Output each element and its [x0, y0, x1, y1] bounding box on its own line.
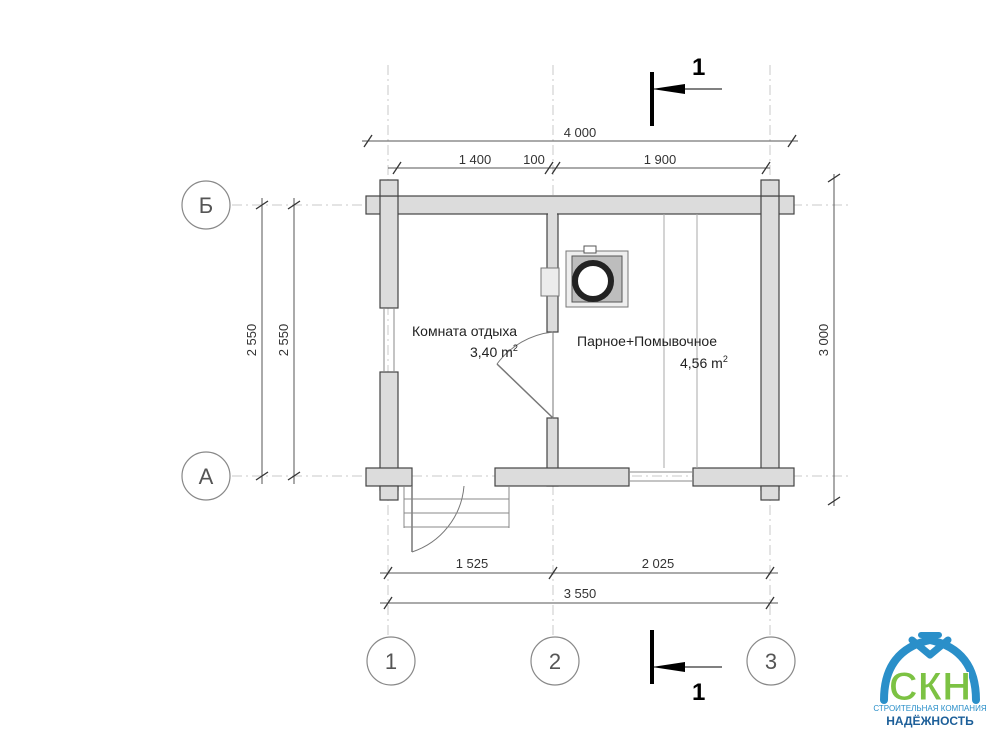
dimension-bottom-total: 3 550: [380, 586, 778, 610]
axis-label-2: 2: [549, 649, 561, 674]
door-partition: [496, 331, 554, 419]
logo-tagline: СТРОИТЕЛЬНАЯ КОМПАНИЯ: [873, 704, 986, 713]
section-mark-bottom: 1: [650, 630, 722, 706]
company-logo: СКН СТРОИТЕЛЬНАЯ КОМПАНИЯ НАДЁЖНОСТЬ: [873, 632, 987, 728]
dim-bottom-right-label: 2 025: [642, 556, 675, 571]
steam-room-lines: [663, 214, 698, 468]
dim-right-total-label: 3 000: [816, 324, 831, 357]
wall-seams: [381, 197, 778, 485]
axis-label-a: А: [199, 464, 214, 489]
grid-axes: [232, 65, 850, 635]
dim-left-inner-label: 2 550: [276, 324, 291, 357]
section-label-bottom: 1: [692, 679, 705, 706]
dimension-right-total: 3 000: [816, 173, 841, 506]
dim-top-right-label: 1 900: [644, 152, 677, 167]
axis-bubble-1: 1: [366, 636, 416, 686]
axis-bubble-b: Б: [181, 180, 231, 230]
dimension-left-outer: 2 550: [244, 198, 269, 484]
window-left: [383, 308, 395, 372]
dim-bottom-left-label: 1 525: [456, 556, 489, 571]
dim-top-mid-label: 100: [523, 152, 545, 167]
dim-bottom-total-label: 3 550: [564, 586, 597, 601]
axis-label-3: 3: [765, 649, 777, 674]
section-mark-top: 1: [650, 54, 722, 126]
dimension-top-chain: 1 400 100 1 900: [388, 152, 771, 175]
entrance-steps: [403, 486, 510, 528]
room-rest-name: Комната отдыха: [412, 323, 517, 339]
room-steam-name: Парное+Помывочное: [577, 333, 717, 349]
window-bottom: [629, 471, 693, 482]
dim-top-total-label: 4 000: [564, 125, 597, 140]
axis-label-1: 1: [385, 649, 397, 674]
logo-name: НАДЁЖНОСТЬ: [886, 713, 974, 728]
room-rest: Комната отдыха 3,40 m2: [412, 323, 518, 360]
axis-bubble-2: 2: [530, 636, 580, 686]
axis-label-b: Б: [199, 193, 213, 218]
axis-bubble-3: 3: [746, 636, 796, 686]
axis-bubble-a: А: [181, 451, 231, 501]
door-entrance: [411, 485, 465, 553]
dimension-top-total: 4 000: [362, 125, 798, 148]
logo-initials: СКН: [889, 665, 971, 709]
section-label-top: 1: [692, 54, 705, 81]
room-steam: Парное+Помывочное 4,56 m2: [577, 333, 728, 371]
roof-icon: [880, 632, 980, 704]
dimension-left-inner: 2 550: [276, 198, 301, 484]
room-rest-area: 3,40 m2: [470, 343, 518, 360]
sauna-stove: [540, 245, 629, 308]
dim-top-left-label: 1 400: [459, 152, 492, 167]
dim-left-outer-label: 2 550: [244, 324, 259, 357]
dimension-bottom-chain: 1 525 2 025: [380, 556, 778, 580]
room-steam-area: 4,56 m2: [680, 354, 728, 371]
